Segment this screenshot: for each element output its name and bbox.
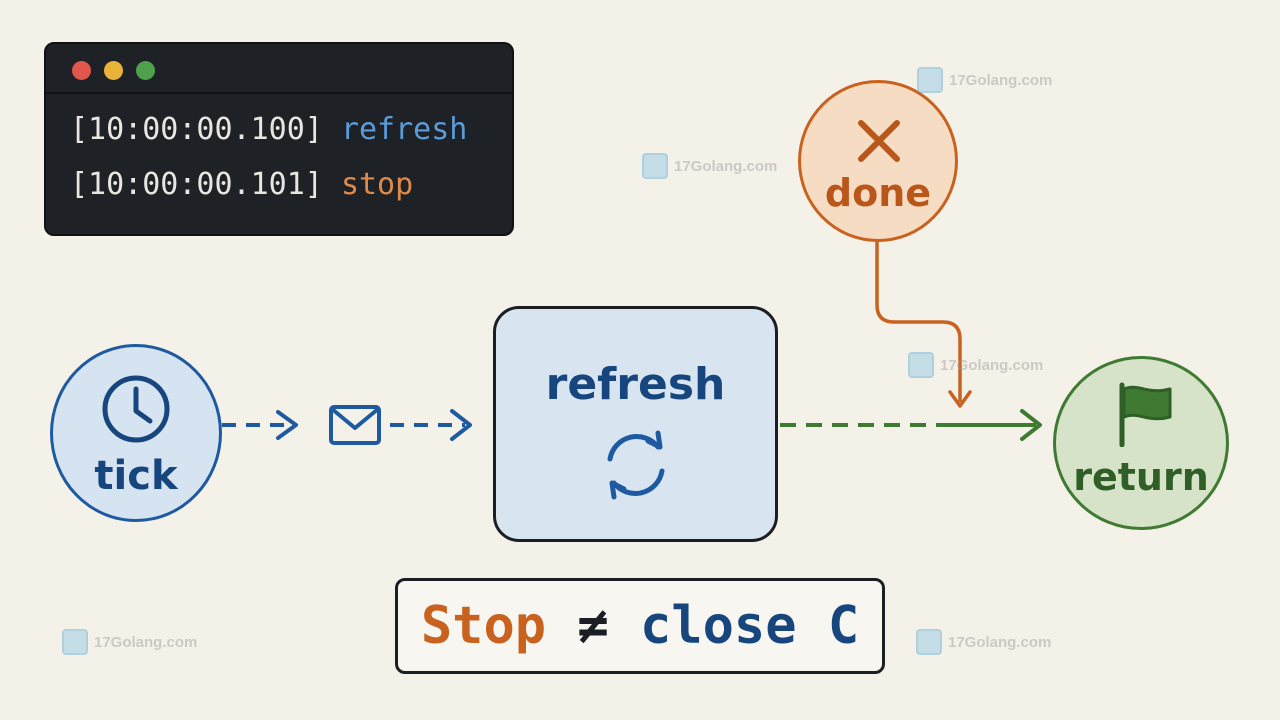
watermark: 17Golang.com [917,67,1052,93]
watermark: 17Golang.com [62,629,197,655]
watermark-logo-icon [917,67,943,93]
watermark: 17Golang.com [908,352,1043,378]
maximize-dot-icon[interactable] [136,61,155,80]
watermark-text: 17Golang.com [948,633,1052,651]
caption-stop: Stop [420,596,547,656]
x-icon [858,120,900,162]
watermark-logo-icon [908,352,934,378]
log-event: refresh [340,112,468,147]
watermark: 17Golang.com [642,153,777,179]
watermark-logo-icon [642,153,668,179]
done-node: done [798,80,958,242]
watermark-text: 17Golang.com [940,356,1044,374]
refresh-to-return-arrowhead [1020,409,1042,441]
caption-close: close C [640,596,860,656]
envelope-icon [329,405,381,445]
flag-icon [1119,382,1172,447]
watermark: 17Golang.com [916,629,1051,655]
watermark-text: 17Golang.com [94,633,198,651]
watermark-logo-icon [62,629,88,655]
watermark-text: 17Golang.com [949,71,1053,89]
clock-icon [102,375,170,443]
log-timestamp: [10:00:00.100] [70,112,323,147]
tick-node: tick [50,344,222,522]
message-to-refresh-arrowhead [450,409,472,441]
tick-label: tick [94,453,178,499]
minimize-dot-icon[interactable] [104,61,123,80]
refresh-node: refresh [493,306,778,542]
log-timestamp: [10:00:00.101] [70,167,323,202]
done-to-return-arrow [875,242,962,402]
stop-not-close-caption: Stop ≠ close C [395,578,885,674]
refresh-label: refresh [545,359,726,410]
close-dot-icon[interactable] [72,61,91,80]
watermark-logo-icon [916,629,942,655]
watermark-text: 17Golang.com [674,157,778,175]
tick-to-message-arrowhead [276,410,298,440]
terminal-line: [10:00:00.100] refresh [70,112,467,147]
refresh-cycle-icon [607,430,665,500]
terminal-titlebar [46,44,512,94]
done-arrowhead [948,390,972,408]
terminal-window: [10:00:00.100] refresh [10:00:00.101] st… [44,42,514,236]
terminal-line: [10:00:00.101] stop [70,167,413,202]
log-event: stop [340,167,414,202]
not-equal-symbol: ≠ [577,596,609,656]
return-node: return [1053,356,1229,530]
return-label: return [1073,455,1209,499]
done-label: done [824,171,932,215]
